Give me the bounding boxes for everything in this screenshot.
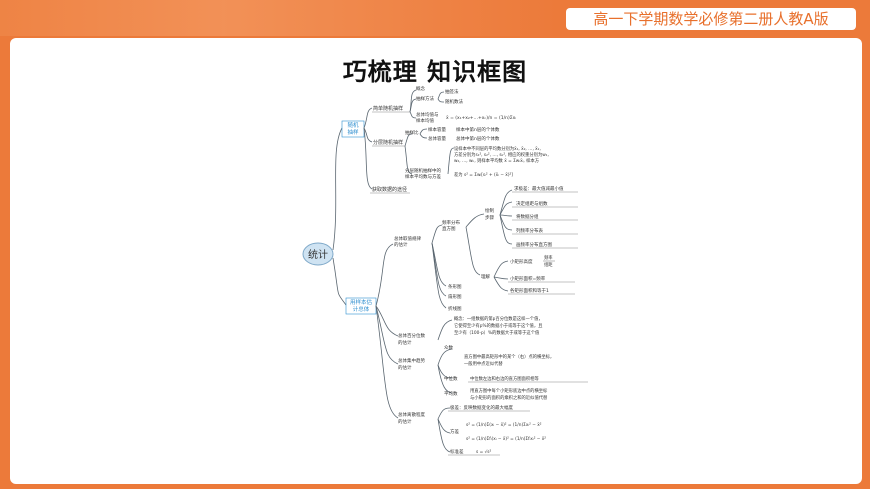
understand-label: 理解 [481,273,490,280]
data-collection: 获取数据的途径 [372,186,407,193]
header-decoration [0,0,560,36]
step-5: 画频率分布直方图 [516,241,552,248]
mode-desc-1: 直方图中最高矩形中的某个（右）点的横坐标， [464,353,554,360]
root-label: 统计 [308,248,328,261]
branch-root-estimation [332,257,347,306]
simple-random-sampling: 简单随机抽样 [373,105,403,112]
node-random-sampling: 随机 抽样 [341,120,365,138]
range-label: 极差：反映数据变化的最大幅度 [450,404,513,411]
method-label: 抽样方法 [416,95,434,102]
mean-label-2: 样本均值 [416,117,434,124]
mode-desc-2: 一般用中点近似代替 [464,360,503,367]
mean-label: 平均数 [444,390,458,397]
height-label: 小矩形高度 [510,258,533,265]
area-sum: 各矩形面积和等于1 [510,287,549,294]
strat-mean-line-3: w₂, …, wₖ, 则样本平均数 x̄ = Σwᵢx̄ᵢ, 样本方 [454,157,540,164]
median-label: 中位数 [444,375,458,382]
step-2: 决定组距与组数 [516,200,548,207]
distribution-label-2: 的估计 [394,241,408,248]
variance-label: 方差 [450,428,459,435]
draw-steps-label-2: 步骤 [485,214,494,221]
variance-formula-2: s² = (1/n)Σfᵢ(xᵢ − x̄)² = (1/n)Σfᵢxᵢ² − … [466,436,546,442]
step-extra: 求极差：最大值减最小值 [514,185,564,192]
mean-desc-2: 与小矩形的面积的乘积之和的近似值代替 [470,394,548,401]
sampling-ratio-label: 抽样比 [405,129,419,136]
central-label-2: 的估计 [398,364,412,371]
mean-formula: x̄ = (x₁+x₂+…+xₙ)/n = (1/n)Σxᵢ [446,115,516,121]
mode-label: 众数 [444,344,453,351]
freq-hist-label-1: 频率分布 [442,219,460,226]
stratified-sampling: 分层随机抽样 [373,139,403,146]
random-sampling-label-2: 抽样 [347,128,359,136]
std-label: 标准差 [450,448,464,455]
dispersion-label-1: 总体离散程度 [398,411,425,418]
root-node: 统计 [302,242,334,266]
random-number-method: 随机数法 [445,98,463,105]
concept-label: 概念 [416,85,425,92]
fan-chart-label: 扇形图 [448,293,462,300]
course-badge: 高一下学期数学必修第二册人教A版 [566,8,856,30]
strat-mean-line-4: 差为 s² = Σwᵢ[sᵢ² + (x̄ᵢ − x̄)²] [454,171,513,178]
percentile-desc-2: 它使得至少有p%的数据小于或等于这个值，且 [454,322,543,329]
height-frac-bottom: 组距 [544,261,553,268]
mean-desc-1: 用直方图中每个小矩形底边中点的横坐标 [470,387,548,394]
median-desc: 中位数左边和右边的直方图面积相等 [470,375,539,382]
step-3: 将数据分组 [516,213,539,220]
sample-size-label: 样本容量 [428,126,446,133]
branch-root-sampling [332,127,343,251]
strat-mean-line-1: 设样本中不同层的平均数分别为x̄₁, x̄₂, …, x̄ₖ, [454,145,541,152]
percentile-desc-3: 至少有（100-p）%的数据大于或等于这个值 [454,329,540,336]
percentile-label-1: 总体百分位数 [398,332,425,339]
page-title: 巧梳理 知识框图 [342,58,528,86]
distribution-label-1: 总体取值规律 [394,235,421,242]
freq-hist-label-2: 直方图 [442,225,456,232]
line-chart-label: 折线图 [448,305,462,312]
variance-formula-1: s² = (1/n)Σ(xᵢ − x̄)² = (1/n)Σxᵢ² − x̄² [466,422,542,428]
central-label-1: 总体集中趋势 [398,357,425,364]
dispersion-label-2: 的估计 [398,418,412,425]
bar-chart-label: 条形图 [448,283,462,290]
estimation-label-2: 计总体 [353,305,370,313]
percentile-desc-1: 概念：一组数据的第p百分位数是这样一个值， [454,315,543,322]
percentile-label-2: 的估计 [398,339,412,346]
population-size-desc: 总体中第n层的个体数 [456,135,500,142]
step-4: 列频率分布表 [516,227,543,234]
draw-steps-label-1: 绘制 [485,207,494,214]
mean-label-1: 总体均值与 [416,111,439,118]
strat-mean-label-2: 样本平均数与方差 [405,173,441,180]
height-frac-top: 频率 [544,254,553,261]
sample-size-desc: 样本中第n层的个体数 [456,126,500,133]
population-size-label: 总体容量 [428,135,446,142]
random-sampling-label-1: 随机 [347,121,359,129]
lottery-method: 抽签法 [445,88,459,95]
strat-mean-line-2: 方差分别为s₁², s₂², …, sₖ², 相应的权重分别为w₁, [454,151,549,158]
strat-mean-label-1: 分层随机抽样中的 [405,167,441,174]
node-estimation: 用样本估 计总体 [345,297,377,315]
area-label: 小矩形面积=频率 [510,275,546,282]
std-formula: s = √s² [476,449,492,455]
estimation-label-1: 用样本估 [350,298,373,306]
